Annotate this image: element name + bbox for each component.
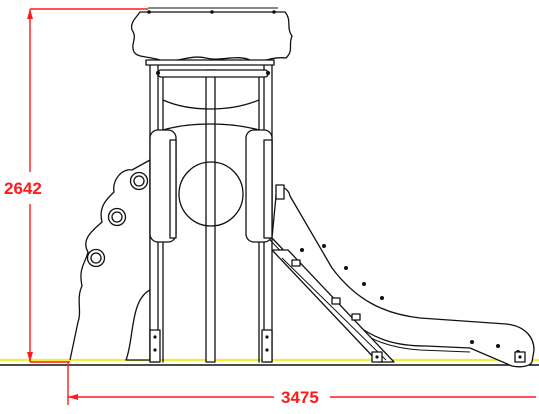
- side-panels: [149, 129, 273, 243]
- roof-canopy: [130, 7, 293, 66]
- climbing-wall: [69, 159, 151, 361]
- width-dimension: [67, 362, 536, 405]
- top-handrail: [156, 69, 270, 78]
- height-dimension: [27, 8, 148, 363]
- back-panel: [162, 99, 260, 227]
- height-dimension-label: 2642: [4, 179, 42, 198]
- width-dimension-label: 3475: [281, 388, 319, 407]
- slide-support: [271, 249, 395, 363]
